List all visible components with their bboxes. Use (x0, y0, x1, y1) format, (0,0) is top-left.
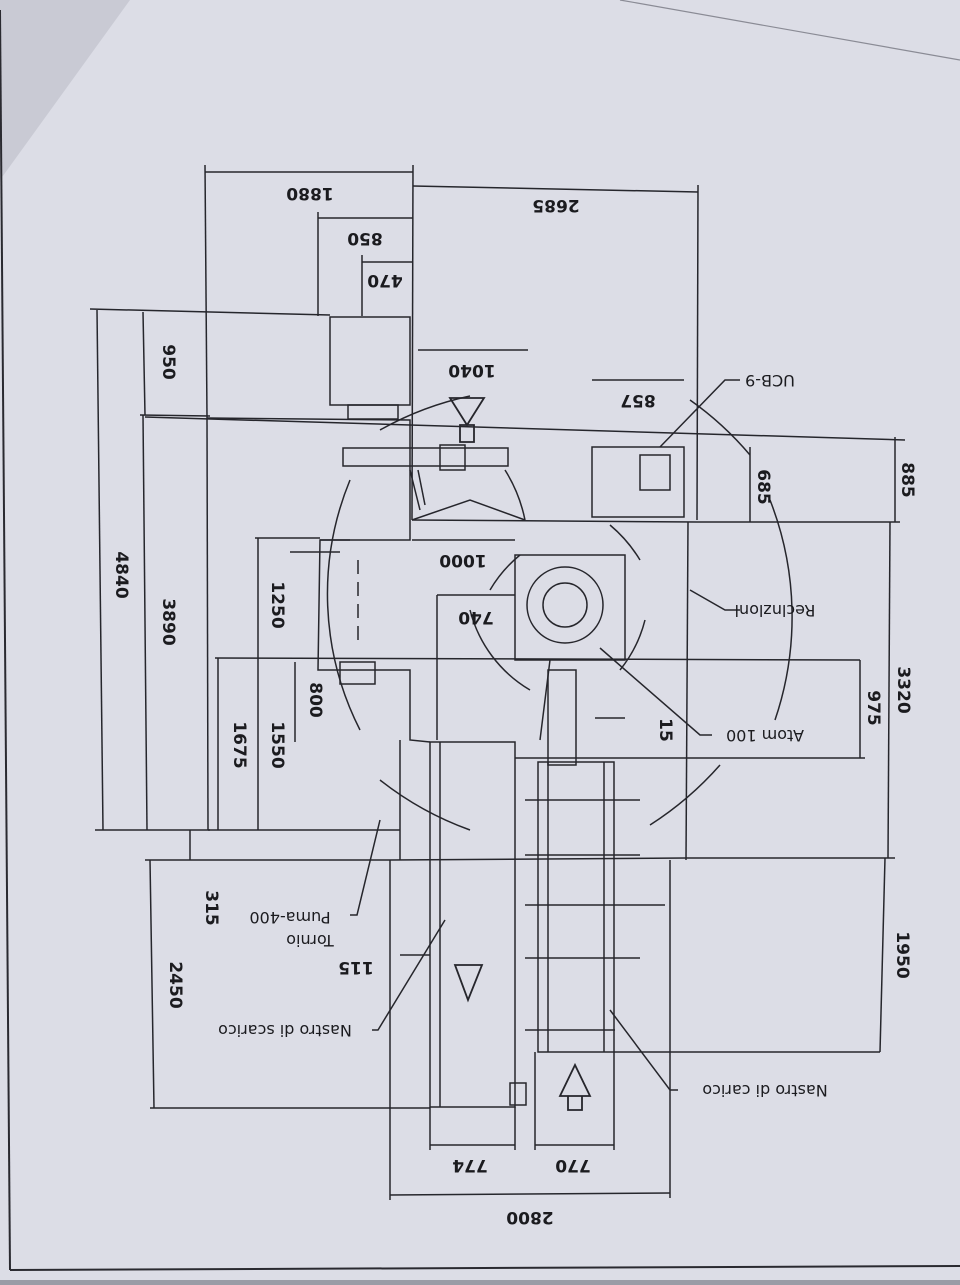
door-line-1 (409, 469, 421, 511)
ext-413 (411, 164, 414, 521)
label-carico: Nastro di carico (702, 1081, 827, 1100)
fence-right (685, 521, 689, 861)
dim-1550: 1550 (267, 721, 287, 768)
dim-800: 800 (305, 682, 325, 718)
dim-1040: 1040 (448, 360, 495, 380)
door-swing (411, 499, 526, 521)
dim-line-2800 (389, 1192, 671, 1196)
dim-1950: 1950 (892, 931, 912, 978)
safety-arc-5 (769, 499, 793, 721)
safety-arc-2 (326, 479, 361, 731)
dim-885: 885 (897, 462, 917, 498)
safety-arc-3 (379, 779, 471, 831)
robot-joint (542, 582, 588, 628)
label-tornio-2: Puma-400 (249, 908, 330, 927)
dim-1675: 1675 (229, 721, 249, 768)
dim-15: 15 (655, 718, 675, 742)
label-ucb: UCB-9 (745, 371, 795, 390)
ext-415 (139, 414, 211, 417)
dim-line-950 (142, 311, 146, 416)
safety-arc-6 (689, 399, 751, 456)
inner-arc-2 (609, 524, 641, 561)
load-conveyor (537, 761, 615, 1053)
dim-3320: 3320 (893, 666, 913, 713)
component-labels: UCB-9 Reclnzlonl Atom 100 Tornio Puma-40… (218, 371, 828, 1100)
dim-1000: 1000 (439, 550, 486, 570)
dim-685: 685 (753, 469, 773, 505)
dim-740: 740 (458, 607, 494, 627)
leader-reclusion (689, 589, 740, 611)
dim-950: 950 (158, 344, 178, 380)
leader-tornio (350, 819, 381, 916)
flow-arrow-bottom-icon (558, 1062, 592, 1111)
ext-698 (696, 184, 699, 521)
cell-left-wall (206, 417, 209, 831)
dim-line-3320 (887, 521, 891, 859)
ext-205 (204, 164, 208, 419)
dim-4840: 4840 (111, 551, 131, 598)
dim-line-4840 (96, 309, 104, 831)
label-tornio-1: Tornio (286, 931, 335, 950)
dim-774: 774 (452, 1155, 488, 1175)
dim-857: 857 (620, 390, 656, 410)
dim-470: 470 (367, 270, 403, 290)
robot-arm (547, 669, 577, 766)
dim-2685: 2685 (532, 195, 579, 215)
dim-2450: 2450 (165, 961, 185, 1008)
robot-base (514, 554, 626, 661)
paper-edge-left (0, 9, 11, 1271)
paper-edge-top (619, 0, 960, 61)
label-reclusion: Reclnzlonl (735, 601, 816, 620)
label-atom: Atom 100 (726, 726, 804, 745)
dim-1880: 1880 (286, 183, 333, 203)
dim-1250: 1250 (267, 581, 287, 628)
ext-658 (214, 657, 861, 661)
ext-top-310 (89, 308, 331, 316)
door-lock (439, 444, 466, 471)
dimension-labels: 1880 2685 850 470 950 1040 857 885 685 1… (111, 183, 917, 1227)
dim-line-2450 (149, 859, 155, 1109)
dim-975: 975 (863, 690, 883, 726)
unload-conveyor (429, 741, 516, 1108)
inner-arc-3 (469, 609, 531, 691)
cabinet-feet (347, 404, 399, 420)
dim-2800: 2800 (506, 1207, 553, 1227)
ext-437 (144, 416, 906, 441)
flow-arrow-middle-icon (453, 964, 484, 1003)
dim-770: 770 (555, 1155, 591, 1175)
paper-edge-bottom (9, 1265, 960, 1271)
safety-arc-4 (649, 764, 721, 826)
paper-shadow-left (0, 0, 130, 180)
ucb-unit (591, 446, 685, 518)
dim-850: 850 (347, 228, 383, 248)
door-line-2 (417, 469, 426, 506)
dim-3890: 3890 (158, 598, 178, 645)
door-handle (342, 447, 509, 467)
leader-atom (599, 647, 712, 736)
unload-motor (509, 1082, 527, 1106)
leader-ucb (659, 379, 740, 448)
dim-line-3890 (142, 414, 148, 831)
robot-body (526, 566, 604, 644)
lathe-chuck (339, 661, 376, 685)
fence-upper (411, 519, 698, 523)
inner-arc-4 (489, 554, 521, 591)
dim-115: 115 (338, 957, 374, 977)
drawing-lines (89, 164, 906, 1200)
flow-arrow-top-icon (448, 397, 486, 443)
leader-carico (609, 1009, 678, 1091)
dim-line-2685 (412, 185, 699, 193)
robot-cable (539, 659, 551, 741)
dim-315: 315 (201, 890, 221, 926)
ucb-panel (639, 454, 671, 491)
inner-arc-1 (504, 469, 526, 521)
leader-scarico (372, 919, 446, 1031)
cell-outline (206, 417, 431, 743)
label-scarico: Nastro di scarico (218, 1021, 352, 1040)
dim-line-1950 (879, 857, 886, 1053)
